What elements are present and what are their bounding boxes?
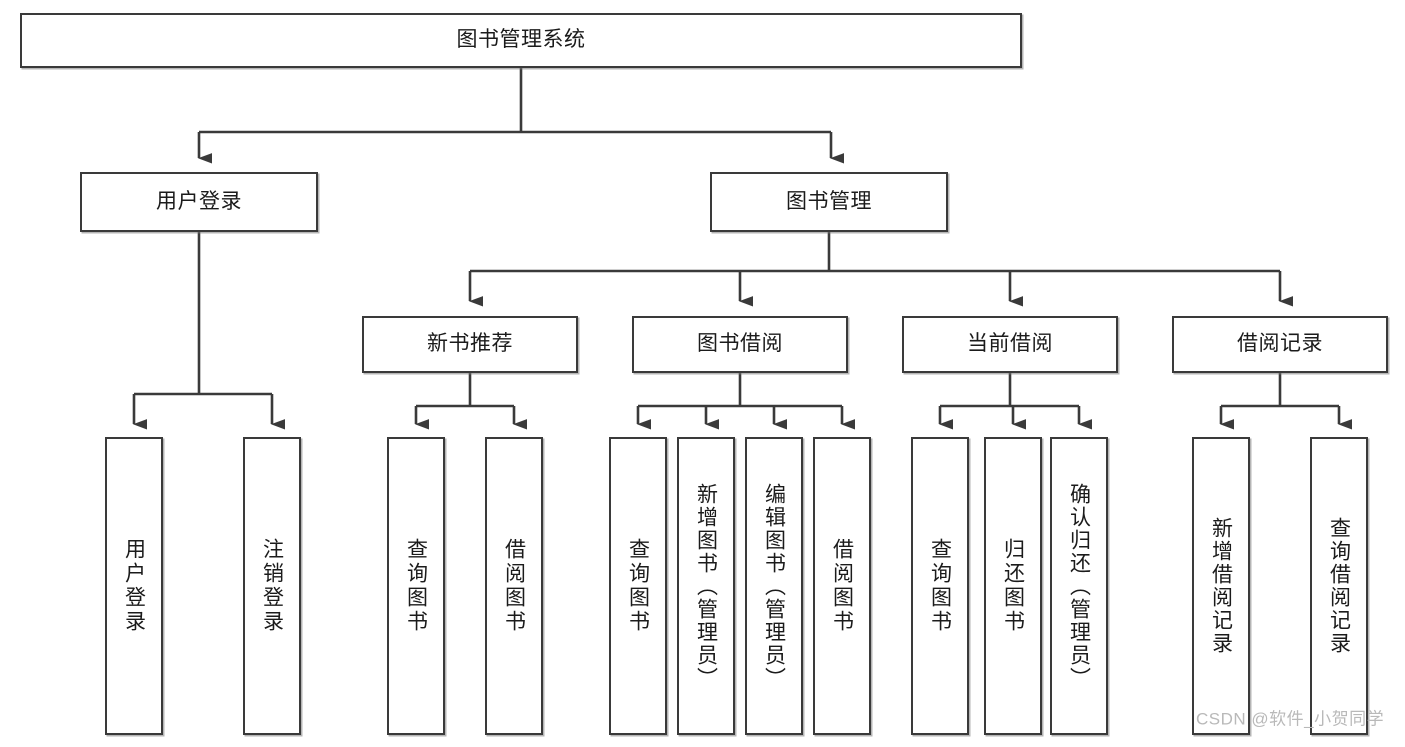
- node-user-login[interactable]: 用户登录: [80, 172, 318, 232]
- node-leaf-query-record-label: 查询借阅记录: [1327, 517, 1351, 655]
- node-leaf-query-record[interactable]: 查询借阅记录: [1310, 437, 1368, 735]
- node-leaf-edit-book-admin-label: 编辑图书（管理员）: [762, 482, 786, 690]
- node-leaf-confirm-return-admin-label: 确认归还（管理员）: [1067, 482, 1091, 690]
- node-leaf-query-book-1[interactable]: 查询图书: [387, 437, 445, 735]
- node-leaf-add-record[interactable]: 新增借阅记录: [1192, 437, 1250, 735]
- node-book-borrow-label: 图书借阅: [697, 332, 783, 356]
- node-leaf-query-book-3[interactable]: 查询图书: [911, 437, 969, 735]
- node-current-borrow-label: 当前借阅: [967, 332, 1053, 356]
- node-leaf-query-book-2[interactable]: 查询图书: [609, 437, 667, 735]
- node-root[interactable]: 图书管理系统: [20, 13, 1022, 68]
- node-leaf-query-book-3-label: 查询图书: [928, 538, 952, 634]
- node-book-borrow[interactable]: 图书借阅: [632, 316, 848, 373]
- node-book-manage-label: 图书管理: [786, 189, 872, 213]
- node-leaf-return-book-label: 归还图书: [1001, 538, 1025, 634]
- csdn-watermark: CSDN @软件_小贺同学: [1196, 709, 1385, 729]
- node-leaf-borrow-book-2-label: 借阅图书: [830, 538, 854, 634]
- node-new-book-recommend-label: 新书推荐: [427, 332, 513, 356]
- node-root-label: 图书管理系统: [456, 28, 586, 52]
- node-book-manage[interactable]: 图书管理: [710, 172, 948, 232]
- node-leaf-add-book-admin[interactable]: 新增图书（管理员）: [677, 437, 735, 735]
- node-leaf-return-book[interactable]: 归还图书: [984, 437, 1042, 735]
- node-leaf-user-login[interactable]: 用户登录: [105, 437, 163, 735]
- node-leaf-confirm-return-admin[interactable]: 确认归还（管理员）: [1050, 437, 1108, 735]
- node-leaf-add-record-label: 新增借阅记录: [1209, 517, 1233, 655]
- node-leaf-logout[interactable]: 注销登录: [243, 437, 301, 735]
- node-new-book-recommend[interactable]: 新书推荐: [362, 316, 578, 373]
- node-user-login-label: 用户登录: [156, 189, 242, 213]
- node-leaf-logout-label: 注销登录: [260, 538, 284, 634]
- node-leaf-edit-book-admin[interactable]: 编辑图书（管理员）: [745, 437, 803, 735]
- node-leaf-query-book-1-label: 查询图书: [404, 538, 428, 634]
- node-leaf-borrow-book-2[interactable]: 借阅图书: [813, 437, 871, 735]
- node-borrow-record[interactable]: 借阅记录: [1172, 316, 1388, 373]
- node-leaf-query-book-2-label: 查询图书: [626, 538, 650, 634]
- node-leaf-add-book-admin-label: 新增图书（管理员）: [694, 482, 718, 690]
- node-leaf-user-login-label: 用户登录: [122, 538, 146, 634]
- node-leaf-borrow-book-1-label: 借阅图书: [502, 538, 526, 634]
- node-current-borrow[interactable]: 当前借阅: [902, 316, 1118, 373]
- node-leaf-borrow-book-1[interactable]: 借阅图书: [485, 437, 543, 735]
- node-borrow-record-label: 借阅记录: [1237, 332, 1323, 356]
